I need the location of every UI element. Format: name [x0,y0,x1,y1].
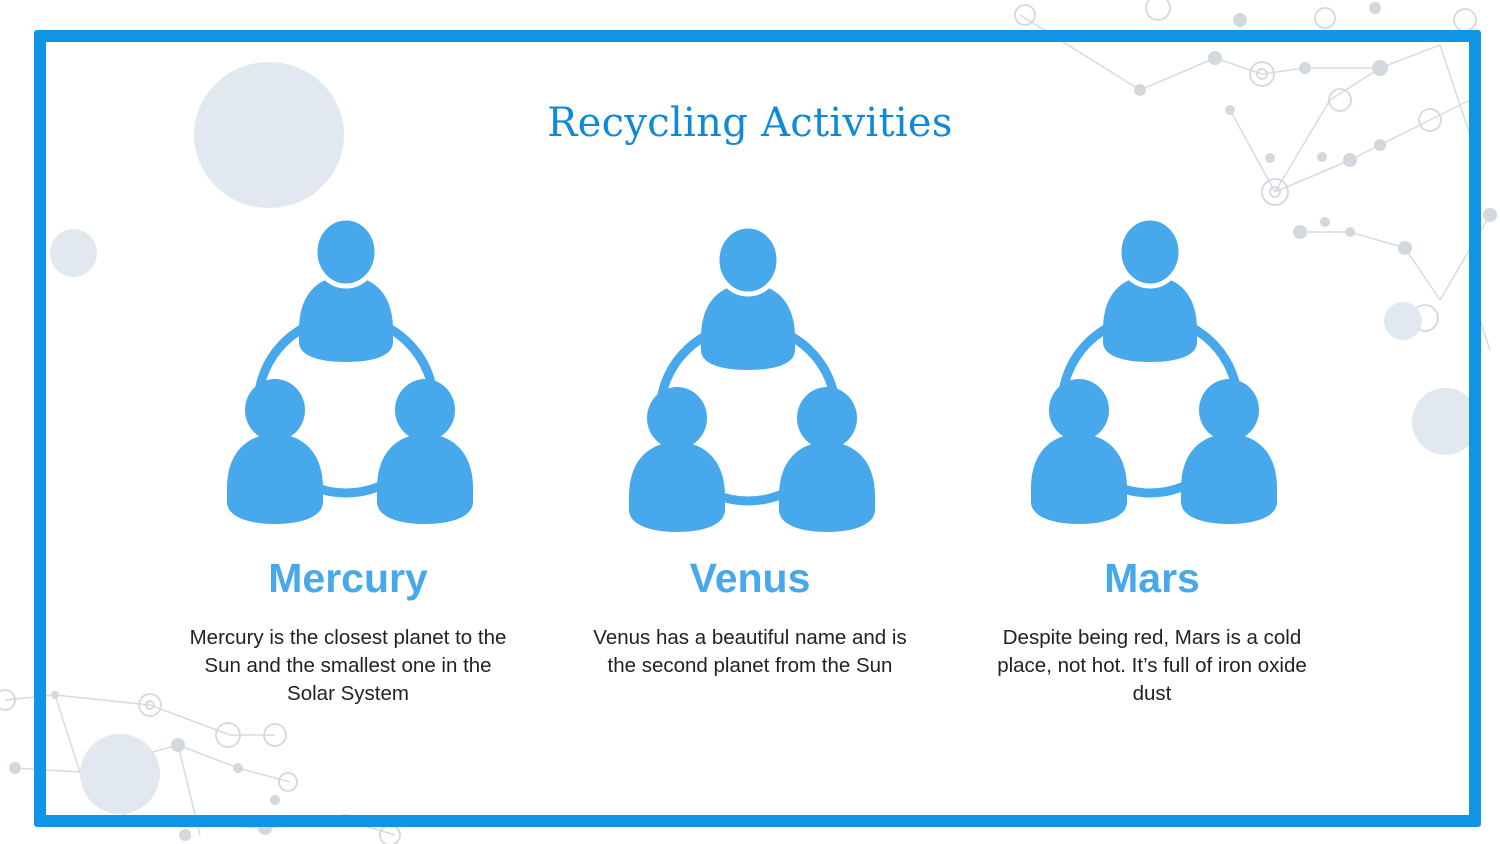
decorative-circle-small [50,229,97,277]
activity-name: Mars [1104,555,1200,601]
activity-description: Venus has a beautiful name and is the se… [593,626,907,677]
activity-card-venus: Venus Venus has a beautiful name and is … [585,220,915,680]
decorative-circle-right-medium [1412,388,1479,455]
decorative-circle-right-small [1384,302,1422,340]
slide-frame [34,30,1481,827]
people-network-icon [223,220,473,530]
people-network-icon [625,228,875,538]
slide-title: Recycling Activities [547,100,953,146]
decorative-circle-large [194,62,344,208]
activity-description: Mercury is the closest planet to the Sun… [189,626,507,705]
decorative-circle-bottom-left [80,734,160,814]
activity-card-mercury: Mercury Mercury is the closest planet to… [183,220,513,708]
activity-card-mars: Mars Despite being red, Mars is a cold p… [987,220,1317,708]
people-network-icon [1027,220,1277,530]
activity-description: Despite being red, Mars is a cold place,… [997,626,1307,705]
activity-name: Mercury [268,555,428,601]
activity-name: Venus [689,555,811,601]
